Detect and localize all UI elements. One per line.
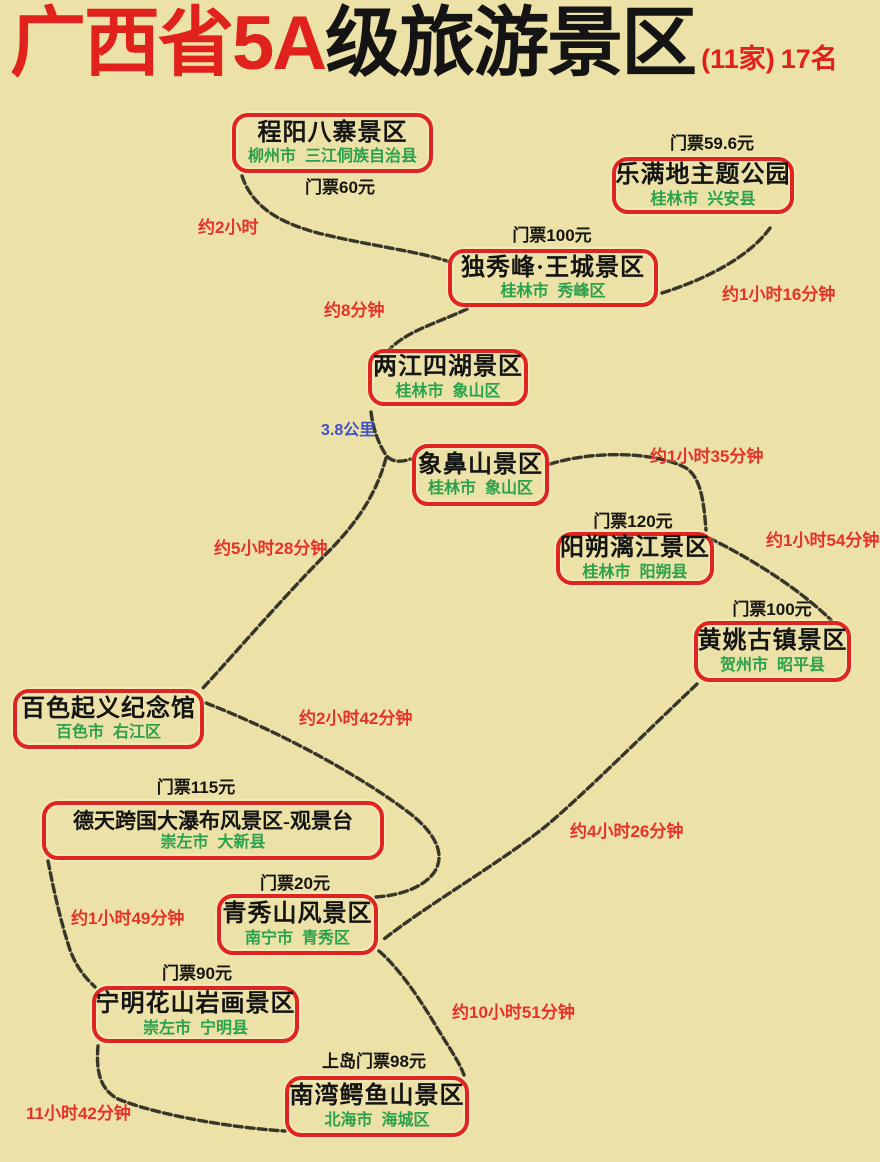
ticket-price-label: 门票20元	[260, 874, 330, 893]
travel-time-label: 约1小时35分钟	[650, 447, 764, 466]
route-line	[204, 701, 441, 899]
attraction-name: 程阳八寨景区	[257, 119, 408, 146]
attraction-card: 程阳八寨景区 柳州市 三江侗族自治县	[232, 113, 433, 173]
travel-time-label: 约10小时51分钟	[452, 1003, 575, 1022]
attraction-name: 黄姚古镇景区	[697, 628, 848, 655]
route-line	[707, 536, 833, 622]
title-rank-badge: 17名	[780, 43, 838, 74]
attraction-name: 青秀山风景区	[222, 901, 373, 928]
travel-time-label: 约1小时54分钟	[766, 531, 880, 550]
attraction-card: 百色起义纪念馆 百色市 右江区	[13, 689, 204, 749]
attraction-name: 乐满地主题公园	[615, 162, 791, 189]
attraction-location: 北海市 海城区	[324, 1111, 430, 1129]
ticket-price-label: 上岛门票98元	[322, 1052, 426, 1071]
attraction-card: 象鼻山景区 桂林市 象山区	[412, 444, 549, 506]
route-line	[201, 456, 388, 690]
attraction-card: 南湾鳄鱼山景区 北海市 海城区	[285, 1076, 469, 1137]
attraction-name: 两江四湖景区	[373, 354, 523, 381]
attraction-location: 崇左市 大新县	[160, 834, 266, 852]
attraction-name: 南湾鳄鱼山景区	[289, 1083, 465, 1110]
attraction-name: 宁明花山岩画景区	[95, 991, 296, 1018]
ticket-price-label: 门票100元	[732, 600, 812, 619]
attraction-location: 柳州市 三江侗族自治县	[248, 148, 417, 166]
page-title: 广西省5A 级旅游景区 (11家) 17名	[10, 1, 838, 86]
travel-time-label: 11小时42分钟	[26, 1104, 131, 1123]
ticket-price-label: 门票120元	[593, 512, 673, 531]
travel-time-label: 约1小时49分钟	[71, 909, 185, 928]
attraction-name: 阳朔漓江景区	[560, 535, 710, 562]
title-rest: 级旅游景区	[325, 1, 697, 86]
ticket-price-label: 门票60元	[305, 178, 375, 197]
attraction-location: 桂林市 象山区	[428, 480, 533, 498]
attraction-card: 黄姚古镇景区 贺州市 昭平县	[694, 621, 851, 682]
attraction-location: 桂林市 阳朔县	[582, 563, 688, 581]
ticket-price-label: 门票90元	[162, 964, 232, 983]
attraction-location: 贺州市 昭平县	[720, 656, 825, 674]
attraction-location: 桂林市 象山区	[395, 382, 501, 400]
attraction-location: 南宁市 青秀区	[245, 929, 350, 947]
travel-time-label: 约1小时16分钟	[722, 285, 836, 304]
distance-label: 3.8公里	[321, 422, 376, 439]
route-line	[46, 859, 97, 989]
attraction-card: 两江四湖景区 桂林市 象山区	[368, 349, 528, 406]
title-count-badge: (11家)	[701, 43, 775, 74]
route-line	[95, 1044, 287, 1133]
route-line	[369, 410, 413, 463]
attraction-card: 乐满地主题公园 桂林市 兴安县	[612, 157, 794, 214]
attraction-name: 独秀峰·王城景区	[460, 254, 645, 281]
route-line	[548, 452, 708, 532]
travel-time-label: 约5小时28分钟	[214, 539, 328, 558]
attraction-card: 阳朔漓江景区 桂林市 阳朔县	[556, 532, 714, 585]
attraction-name: 德天跨国大瀑布风景区-观景台	[73, 808, 353, 833]
attraction-location: 崇左市 宁明县	[143, 1019, 248, 1037]
route-line	[387, 307, 469, 352]
attraction-location: 百色市 右江区	[56, 724, 161, 742]
travel-time-label: 约8分钟	[324, 301, 385, 320]
travel-time-label: 约2小时	[198, 218, 259, 237]
route-line	[382, 682, 699, 941]
route-line	[377, 949, 466, 1077]
ticket-price-label: 门票59.6元	[669, 134, 755, 153]
attraction-card: 德天跨国大瀑布风景区-观景台 崇左市 大新县	[42, 801, 384, 860]
travel-time-label: 约4小时26分钟	[570, 822, 684, 841]
attraction-card: 独秀峰·王城景区 桂林市 秀峰区	[448, 249, 658, 307]
attraction-location: 桂林市 秀峰区	[500, 283, 606, 301]
attraction-location: 桂林市 兴安县	[650, 190, 756, 208]
route-line	[240, 174, 452, 264]
attraction-name: 象鼻山景区	[418, 451, 543, 478]
attraction-name: 百色起义纪念馆	[21, 695, 196, 722]
ticket-price-label: 门票100元	[512, 226, 592, 245]
route-line	[660, 226, 772, 295]
travel-time-label: 约2小时42分钟	[299, 709, 413, 728]
title-highlight: 广西省5A	[10, 1, 327, 86]
attraction-card: 宁明花山岩画景区 崇左市 宁明县	[92, 986, 299, 1043]
ticket-price-label: 门票115元	[156, 778, 236, 797]
attraction-card: 青秀山风景区 南宁市 青秀区	[217, 894, 378, 955]
